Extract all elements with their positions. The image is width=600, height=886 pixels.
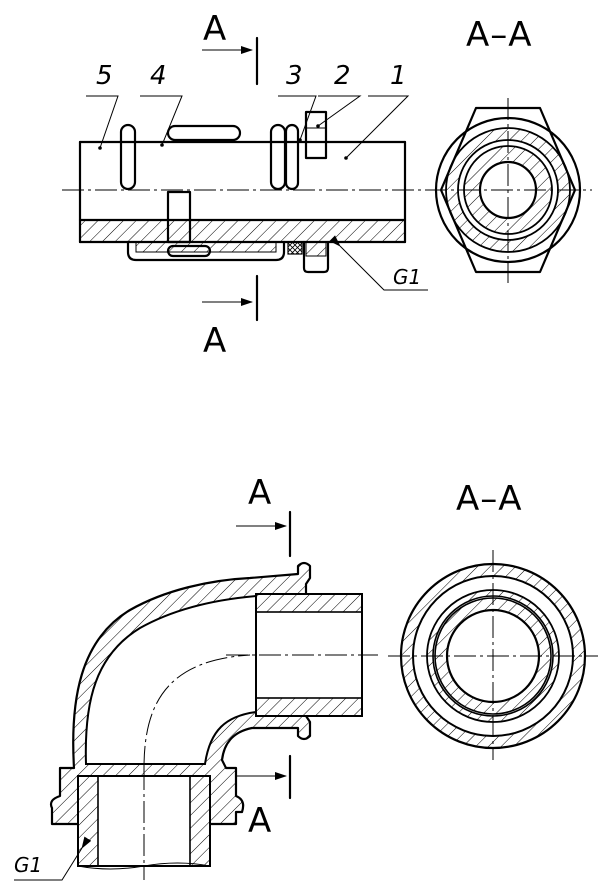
thread-label-top: G1 xyxy=(393,265,421,289)
section-title-bottom: A–A xyxy=(456,479,523,519)
callout-5: 5 xyxy=(96,61,113,91)
callout-1: 1 xyxy=(390,61,407,91)
elbow-fitting-view xyxy=(14,510,378,881)
hex-section-view xyxy=(425,98,592,283)
pipe-coupling-view xyxy=(62,36,428,322)
callout-3: 3 xyxy=(286,61,303,91)
callout-4: 4 xyxy=(150,61,167,91)
section-mark-bottom-1: A xyxy=(248,473,271,513)
thread-label-bottom: G1 xyxy=(14,853,42,877)
section-mark-top-1: A xyxy=(203,9,226,49)
callout-2: 2 xyxy=(334,61,351,91)
ring-section-view xyxy=(388,550,598,760)
section-mark-bottom-2: A xyxy=(248,801,271,841)
callout-labels: 5 4 3 2 1 xyxy=(96,61,407,91)
section-mark-top-2: A xyxy=(203,321,226,361)
section-title-top: A–A xyxy=(466,15,533,55)
